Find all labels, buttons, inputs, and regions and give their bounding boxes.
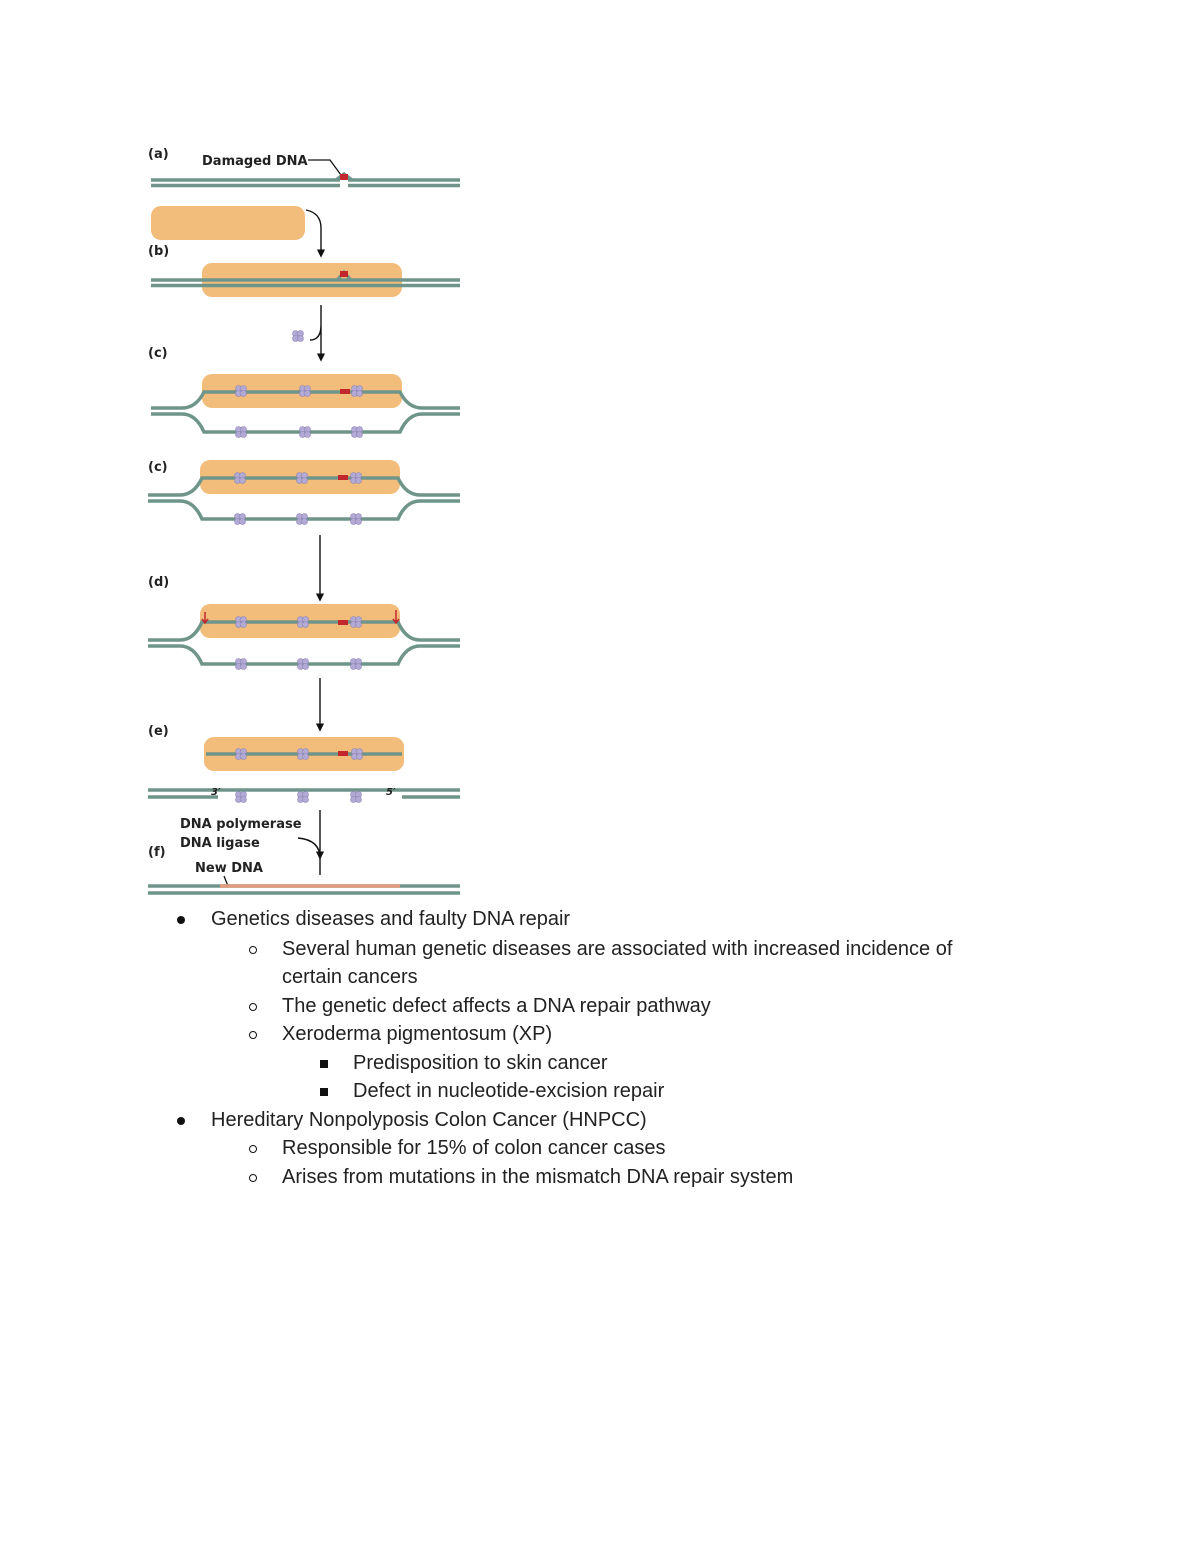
- list-item: Responsible for 15% of colon cancer case…: [249, 1134, 666, 1163]
- list-item: Defect in nucleotide-excision repair: [320, 1077, 665, 1106]
- damaged-dna-leader-line: [308, 159, 342, 176]
- circle-bullet-icon: [249, 1174, 257, 1182]
- dna-damage-lesion: [340, 174, 348, 180]
- ligase-label: DNA ligase: [180, 836, 260, 851]
- circle-bullet-icon: [249, 1031, 257, 1039]
- nick-arrow-left: [201, 612, 209, 625]
- list-item-text: Genetics diseases and faulty DNA repair: [211, 908, 571, 930]
- nick-arrow-right: [392, 610, 400, 625]
- list-item: Predisposition to skin cancer: [320, 1049, 608, 1078]
- dna-duplex-b: [151, 269, 460, 288]
- list-item-text: Hereditary Nonpolyposis Colon Cancer (HN…: [211, 1109, 647, 1131]
- circle-bullet-icon: [249, 946, 257, 954]
- panel-label-f: (f): [148, 845, 166, 860]
- repaired-dna-f: [148, 884, 460, 895]
- panel-label-a: (a): [148, 147, 169, 162]
- repair-protein-complex: [151, 206, 305, 240]
- list-item: Several human genetic diseases are assoc…: [249, 935, 953, 964]
- panel-f: DNA polymerase DNA ligase (f) New DNA: [148, 810, 460, 895]
- dna-repair-diagram: (a) Damaged DNA (b) (c): [148, 147, 460, 895]
- list-item-text: Arises from mutations in the mismatch DN…: [282, 1166, 794, 1188]
- panel-c: (c): [148, 346, 460, 438]
- square-bullet-icon: [320, 1060, 328, 1068]
- list-item: The genetic defect affects a DNA repair …: [249, 992, 711, 1021]
- panel-d: (d): [148, 575, 460, 670]
- bullet-icon: [177, 916, 185, 924]
- panel-a: (a) Damaged DNA: [148, 147, 460, 188]
- three-prime-label: 3′: [211, 787, 221, 798]
- step-arrow-e-f: [297, 810, 320, 875]
- polymerase-label: DNA polymerase: [180, 817, 302, 832]
- list-item: Hereditary Nonpolyposis Colon Cancer (HN…: [177, 1106, 647, 1135]
- circle-bullet-icon: [249, 1145, 257, 1153]
- step-arrow-b-c: [309, 305, 321, 360]
- list-item-text: Defect in nucleotide-excision repair: [353, 1080, 665, 1102]
- list-item-text: The genetic defect affects a DNA repair …: [282, 995, 711, 1017]
- list-item: Arises from mutations in the mismatch DN…: [249, 1163, 794, 1192]
- panel-label-c2: (c): [148, 460, 168, 475]
- panel-b: (b): [148, 206, 460, 297]
- panel-label-e: (e): [148, 724, 169, 739]
- list-item-text: Predisposition to skin cancer: [353, 1052, 608, 1074]
- new-dna-label: New DNA: [195, 861, 263, 876]
- dna-duplex-a: [151, 171, 460, 188]
- list-item-text: Xeroderma pigmentosum (XP): [282, 1023, 553, 1045]
- panel-label-d: (d): [148, 575, 169, 590]
- list-item: Genetics diseases and faulty DNA repair: [177, 905, 571, 934]
- panel-c-second: (c): [148, 460, 460, 525]
- panel-e: (e) 3′ 5′: [148, 724, 460, 803]
- step-enzymes-join: [292, 305, 322, 360]
- list-item-text: Responsible for 15% of colon cancer case…: [282, 1137, 666, 1159]
- list-item-text: certain cancers: [282, 966, 418, 988]
- bullet-icon: [177, 1117, 185, 1125]
- panel-label-b: (b): [148, 244, 169, 259]
- list-item-continuation: certain cancers: [282, 963, 418, 992]
- step-arrow-a-b: [305, 209, 326, 258]
- list-item: Xeroderma pigmentosum (XP): [249, 1020, 553, 1049]
- circle-bullet-icon: [249, 1003, 257, 1011]
- five-prime-label: 5′: [386, 787, 396, 798]
- gapped-dna-e: [148, 788, 460, 799]
- panel-label-c: (c): [148, 346, 168, 361]
- square-bullet-icon: [320, 1088, 328, 1096]
- list-item-text: Several human genetic diseases are assoc…: [282, 938, 953, 960]
- damaged-dna-label: Damaged DNA: [202, 154, 308, 169]
